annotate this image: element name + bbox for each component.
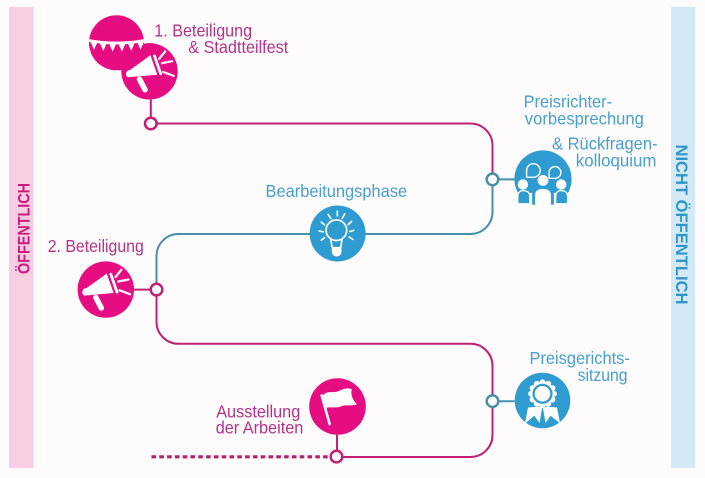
- svg-text:der Arbeiten: der Arbeiten: [216, 418, 304, 438]
- svg-text:1. Beteiligung: 1. Beteiligung: [154, 21, 252, 41]
- svg-text:2. Beteiligung: 2. Beteiligung: [48, 236, 144, 256]
- svg-text:Ausstellung: Ausstellung: [216, 402, 300, 422]
- svg-text:Preisrichter-: Preisrichter-: [524, 92, 613, 112]
- svg-text:vorbesprechung: vorbesprechung: [525, 109, 644, 129]
- svg-text:kolloquium: kolloquium: [576, 151, 657, 171]
- svg-text:& Stadtteilfest: & Stadtteilfest: [188, 37, 288, 57]
- svg-text:& Rückfragen-: & Rückfragen-: [552, 134, 658, 154]
- svg-text:Bearbeitungsphase: Bearbeitungsphase: [266, 181, 408, 201]
- svg-text:Preisgerichts-: Preisgerichts-: [530, 348, 630, 368]
- svg-text:ÖFFENTLICH: ÖFFENTLICH: [15, 183, 34, 274]
- svg-text:NICHT ÖFFENTLICH: NICHT ÖFFENTLICH: [672, 145, 691, 305]
- svg-text:sitzung: sitzung: [578, 365, 628, 385]
